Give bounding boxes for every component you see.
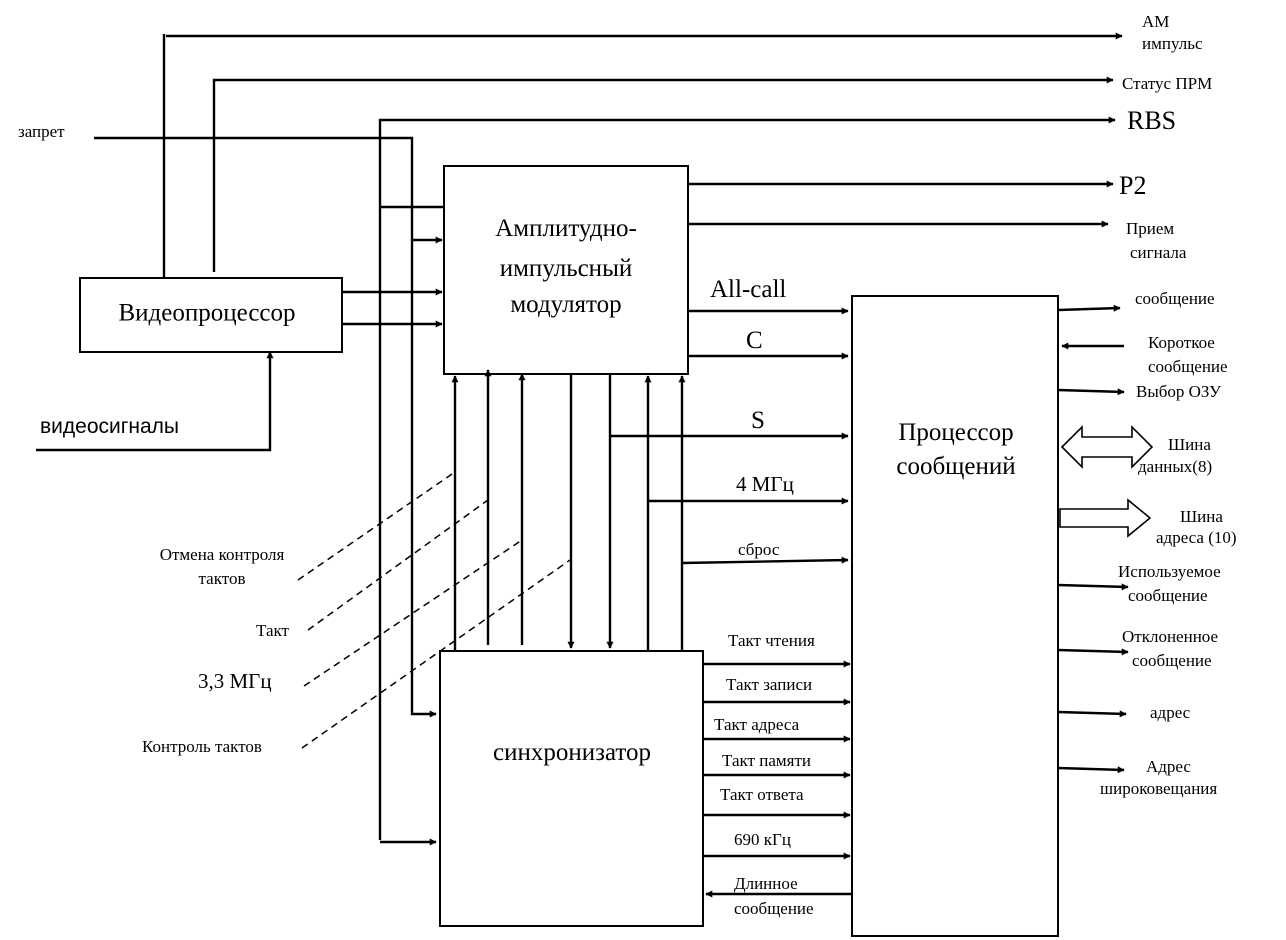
videoprocessor-block [79, 277, 343, 353]
rx-status-arrow [212, 76, 1114, 272]
used-message-label-1: Используемое [1118, 562, 1221, 581]
data-bus-arrow [1060, 425, 1154, 469]
reply-clock-label: Такт ответа [720, 785, 804, 804]
reset-label: сброс [738, 540, 780, 559]
data-bus-label-2: данных(8) [1138, 457, 1212, 476]
signal-rx-label-1: Прием [1126, 219, 1174, 238]
clock-leader [307, 499, 489, 631]
all-call-label: All-call [710, 276, 786, 303]
short-message-label-1: Короткое [1148, 333, 1215, 352]
long-message-label-1: Длинное [734, 874, 798, 893]
long-message-label-2: сообщение [734, 899, 814, 918]
clock-label: Такт [256, 621, 290, 640]
rejected-message-label-2: сообщение [1132, 651, 1212, 670]
modulator-label-1: Амплитудно- [495, 215, 637, 242]
short-message-label-2: сообщение [1148, 357, 1228, 376]
cancel-clock-control-leader [297, 471, 456, 581]
p2-label: Р2 [1119, 171, 1146, 200]
rbs-arrow [378, 116, 1116, 840]
freq-33-label: 3,3 МГц [198, 669, 272, 693]
address-arrow [1057, 710, 1127, 718]
synchronizer-label: синхронизатор [493, 739, 651, 766]
broadcast-address-arrow [1057, 766, 1125, 774]
memory-clock-label: Такт памяти [722, 751, 811, 770]
freq-33-leader [303, 539, 523, 687]
rx-status-label: Статус ПРМ [1122, 74, 1212, 93]
address-label: адрес [1150, 703, 1191, 722]
khz690-label: 690 кГц [734, 830, 791, 849]
modulator-block [443, 165, 689, 375]
inhibit-label: запрет [18, 122, 65, 141]
message-processor-label-2: сообщений [896, 453, 1015, 480]
rbs-label: RBS [1127, 106, 1176, 135]
rejected-message-label-1: Отклоненное [1122, 627, 1218, 646]
data-bus-label-1: Шина [1168, 435, 1211, 454]
address-bus-arrow [1059, 498, 1152, 538]
cancel-clock-control-label-1: Отмена контроля [160, 545, 285, 564]
message-processor-label-1: Процессор [898, 419, 1013, 446]
mhz4-label: 4 МГц [736, 472, 794, 496]
used-message-arrow [1057, 583, 1129, 591]
ram-select-arrow [1057, 388, 1125, 396]
address-bus-label-1: Шина [1180, 507, 1223, 526]
clock-control-leader [301, 559, 571, 749]
broadcast-address-label-2: широковещания [1100, 779, 1217, 798]
videoprocessor-label: Видеопроцессор [118, 300, 295, 327]
message-processor-block [851, 295, 1059, 937]
rejected-message-arrow [1057, 648, 1129, 656]
write-clock-label: Такт записи [726, 675, 812, 694]
synchronizer-block [439, 650, 704, 927]
address-bus-label-2: адреса (10) [1156, 528, 1237, 547]
reset-arrow [681, 556, 849, 565]
used-message-label-2: сообщение [1128, 586, 1208, 605]
inhibit-arrow [94, 136, 437, 718]
modulator-label-2: импульсный [500, 255, 633, 282]
signal-rx-label-2: сигнала [1130, 243, 1187, 262]
am-pulse-label-2: импульс [1142, 34, 1203, 53]
broadcast-address-label-1: Адрес [1146, 757, 1191, 776]
c-label: С [746, 327, 763, 354]
s-label: S [751, 407, 765, 434]
am-pulse-label-1: АМ [1142, 12, 1169, 31]
read-clock-label: Такт чтения [728, 631, 815, 650]
cancel-clock-control-label-2: тактов [199, 569, 246, 588]
address-clock-label: Такт адреса [714, 715, 800, 734]
message-out-arrow [1057, 304, 1121, 312]
clock-control-label: Контроль тактов [142, 737, 262, 756]
message-label: сообщение [1135, 289, 1215, 308]
ram-select-label: Выбор ОЗУ [1136, 382, 1222, 401]
video-signals-label: видеосигналы [40, 415, 179, 438]
video-signals-arrow [36, 351, 274, 452]
modulator-label-3: модулятор [510, 291, 621, 318]
